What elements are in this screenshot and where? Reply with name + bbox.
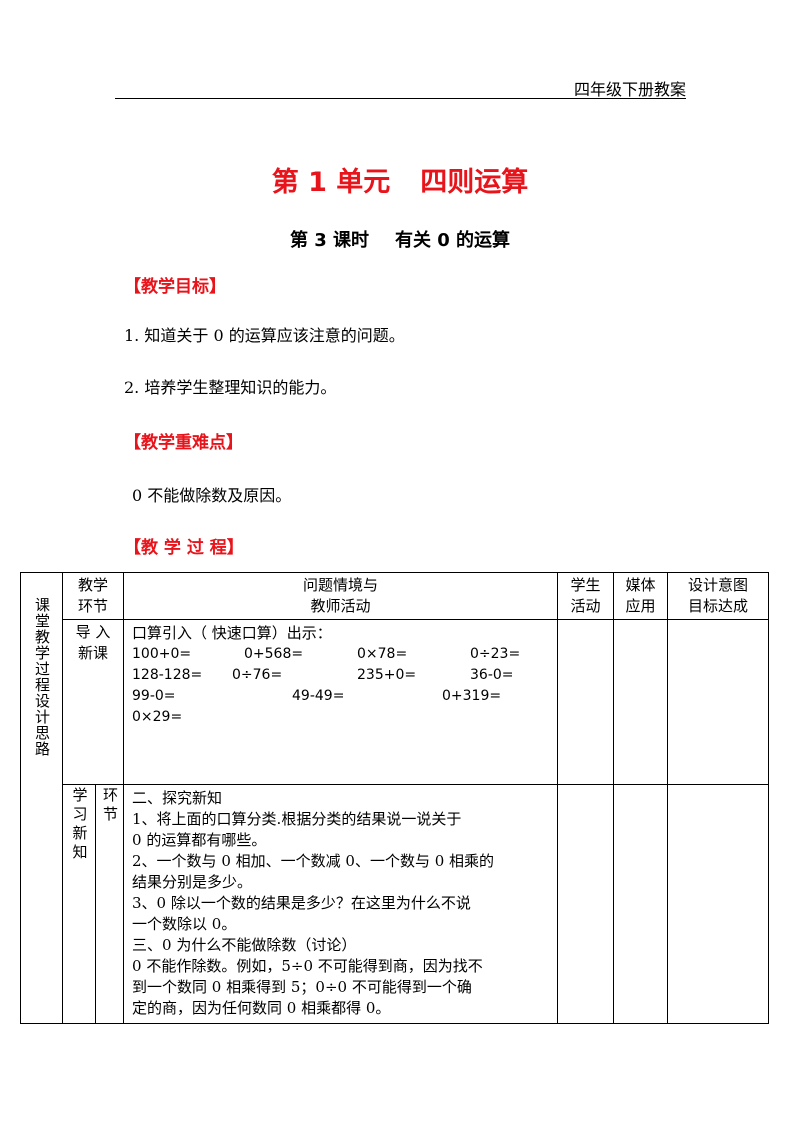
- substage-cell: 环节: [94, 784, 125, 1024]
- stage-intro-cell: 导 入 新课: [61, 619, 125, 785]
- stage-new-knowledge-cell: 学习新知: [62, 784, 96, 1024]
- header-activity: 问题情境与教师活动: [123, 572, 559, 620]
- header-rule: [115, 98, 686, 99]
- lesson-process-table: 课堂教学过程设计思路 教学环节 问题情境与教师活动 学生活动 媒体应用 设计意图…: [20, 572, 770, 1024]
- side-label: 课堂教学过程设计思路: [33, 597, 51, 757]
- calc-row-1: 100+0= 0+568= 0×78= 0÷23=: [132, 646, 521, 662]
- substage-label: 环节: [101, 787, 119, 825]
- side-label-cell: 课堂教学过程设计思路: [20, 572, 63, 1024]
- header-design: 设计意图目标达成: [667, 572, 770, 620]
- key-points-heading: 【教学重难点】: [124, 433, 243, 453]
- new-knowledge-activity-cell: 二、探究新知 1、将上面的口算分类.根据分类的结果说一说关于 0 的运算都有哪些…: [123, 784, 559, 1024]
- header-stage: 教学环节: [61, 572, 125, 620]
- key-points-text: 0 不能做除数及原因。: [132, 486, 292, 505]
- unit-title-name: 四则运算: [420, 167, 529, 198]
- lesson-title-name: 有关 0 的运算: [395, 230, 511, 251]
- intro-text: 口算引入（ 快速口算）出示：: [132, 624, 332, 642]
- objective-item-2: 2. 培养学生整理知识的能力。: [124, 378, 337, 397]
- media-cell-2: [613, 784, 669, 1024]
- student-activity-cell-1: [557, 619, 615, 785]
- calc-row-3: 99-0= 49-49= 0+319=: [132, 688, 502, 704]
- stage-intro-label-1: 导 入: [75, 623, 111, 641]
- objectives-heading: 【教学目标】: [124, 277, 226, 297]
- unit-title-number: 第 1 单元: [271, 167, 391, 198]
- student-activity-cell-2: [557, 784, 615, 1024]
- header-student: 学生活动: [557, 572, 615, 620]
- lesson-title-number: 第 3 课时: [289, 230, 369, 251]
- process-heading: 【教 学 过 程】: [124, 538, 244, 558]
- stage-new-knowledge-label: 学习新知: [70, 787, 89, 863]
- lesson-title: 第 3 课时 有关 0 的运算: [0, 226, 800, 252]
- design-cell-2: [667, 784, 770, 1024]
- objective-item-1: 1. 知道关于 0 的运算应该注意的问题。: [124, 326, 405, 345]
- design-cell-1: [667, 619, 770, 785]
- intro-activity-cell: 口算引入（ 快速口算）出示： 100+0= 0+568= 0×78= 0÷23=…: [123, 619, 559, 785]
- page-header-text: 四年级下册教案: [573, 80, 686, 99]
- stage-intro-label-2: 新课: [78, 644, 109, 662]
- unit-title: 第 1 单元四则运算: [0, 160, 800, 199]
- header-media: 媒体应用: [613, 572, 669, 620]
- calc-row-2: 128-128= 0÷76= 235+0= 36-0=: [132, 667, 514, 683]
- calc-row-4: 0×29=: [132, 709, 183, 725]
- media-cell-1: [613, 619, 669, 785]
